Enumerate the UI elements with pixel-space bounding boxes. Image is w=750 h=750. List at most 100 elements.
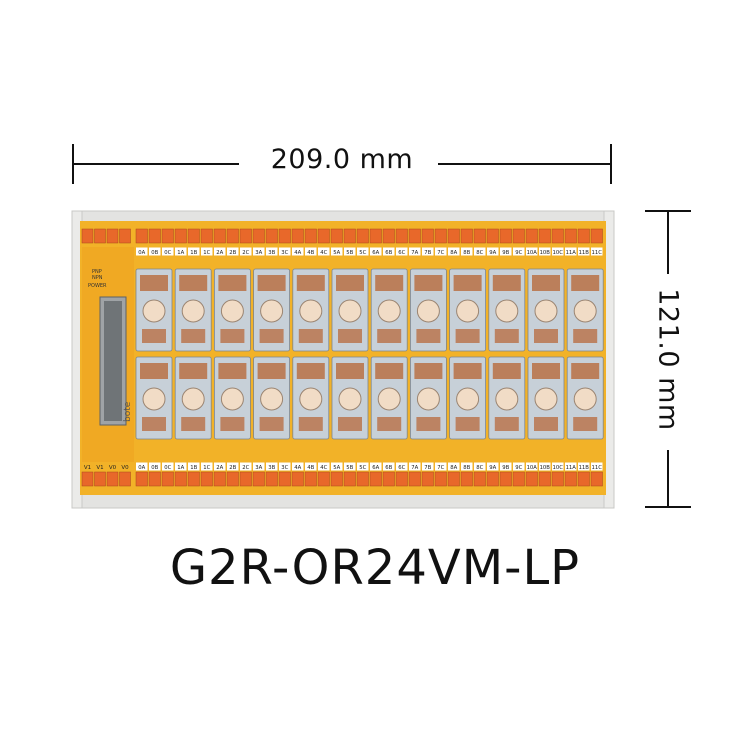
terminal-screw bbox=[343, 471, 356, 487]
terminal-label: V0 bbox=[121, 465, 129, 471]
terminal-label: 1B bbox=[190, 465, 197, 471]
terminal-label-bg bbox=[370, 247, 382, 256]
relay-terminals bbox=[494, 329, 519, 343]
terminal-label-bg bbox=[344, 462, 356, 471]
terminal-screw bbox=[265, 471, 278, 487]
terminal-label-bg bbox=[201, 462, 213, 471]
terminal-label-bg bbox=[253, 462, 265, 471]
relay-terminals bbox=[142, 417, 166, 431]
relay-terminals bbox=[338, 417, 362, 431]
terminal-label: 5A bbox=[333, 465, 340, 471]
terminal-label: 5C bbox=[359, 250, 366, 256]
terminal-label: 10B bbox=[540, 250, 551, 256]
terminal-label-bg bbox=[175, 247, 187, 256]
terminal-label-bg bbox=[409, 247, 421, 256]
terminal-screw bbox=[148, 228, 161, 244]
terminal-screw bbox=[200, 471, 213, 487]
terminal-screw bbox=[395, 228, 408, 244]
terminal-label-bg bbox=[552, 462, 564, 471]
terminal-screw bbox=[512, 228, 525, 244]
terminal-label: 4C bbox=[320, 465, 327, 471]
terminal-label: 2A bbox=[216, 465, 223, 471]
relay-coil bbox=[532, 363, 560, 379]
pnp-label: PNP bbox=[92, 269, 102, 275]
relay-terminals bbox=[416, 417, 441, 431]
height-dimension-tick-bottom bbox=[645, 506, 691, 508]
width-dimension-label: 209.0 mm bbox=[270, 144, 414, 175]
terminal-label-bg bbox=[500, 462, 512, 471]
terminal-label-bg bbox=[253, 247, 265, 256]
relay-contact bbox=[416, 299, 440, 323]
terminal-screw bbox=[421, 228, 434, 244]
relay-contact bbox=[260, 387, 284, 411]
relay-contact bbox=[456, 299, 480, 323]
terminal-label-bg bbox=[578, 462, 590, 471]
terminal-label-bg bbox=[240, 462, 252, 471]
terminal-label-bg bbox=[565, 462, 577, 471]
terminal-label-bg bbox=[513, 462, 525, 471]
terminal-screw bbox=[213, 471, 226, 487]
terminal-label-bg bbox=[357, 247, 369, 256]
terminal-screw bbox=[434, 471, 447, 487]
terminal-label-bg bbox=[513, 247, 525, 256]
terminal-screw bbox=[395, 471, 408, 487]
terminal-label: V1 bbox=[84, 465, 91, 471]
terminal-label: 11B bbox=[579, 465, 590, 471]
terminal-label-bg bbox=[162, 247, 174, 256]
terminal-label: 3C bbox=[281, 250, 288, 256]
relay-terminals bbox=[573, 329, 598, 343]
terminal-screw bbox=[94, 471, 106, 487]
terminal-label: V0 bbox=[109, 465, 117, 471]
terminal-screw bbox=[174, 228, 187, 244]
relay-contact bbox=[220, 299, 244, 323]
terminal-label: 10B bbox=[540, 465, 551, 471]
terminal-label-bg bbox=[383, 462, 395, 471]
terminal-label: 11B bbox=[579, 250, 590, 256]
terminal-label: 10C bbox=[553, 250, 564, 256]
relay-terminals bbox=[181, 417, 206, 431]
terminal-label: V1 bbox=[96, 465, 103, 471]
terminal-label: 0C bbox=[164, 465, 171, 471]
terminal-screw bbox=[486, 471, 499, 487]
terminal-screw bbox=[525, 471, 538, 487]
terminal-label: 4B bbox=[307, 465, 314, 471]
terminal-screw bbox=[119, 471, 131, 487]
terminal-label: 6A bbox=[372, 465, 379, 471]
terminal-label-bg bbox=[422, 247, 434, 256]
relay-coil bbox=[375, 363, 404, 379]
terminal-label-bg bbox=[305, 462, 317, 471]
height-dimension-line-bottom bbox=[667, 450, 669, 506]
terminal-screw bbox=[135, 228, 148, 244]
terminal-label: 4C bbox=[320, 250, 327, 256]
terminal-screw bbox=[226, 471, 239, 487]
terminal-label: 7C bbox=[437, 465, 444, 471]
terminal-screw bbox=[135, 471, 148, 487]
relay-terminals bbox=[298, 417, 323, 431]
terminal-screw bbox=[369, 228, 382, 244]
height-dimension: 121.0 mm bbox=[645, 210, 691, 508]
terminal-label: 4A bbox=[294, 465, 301, 471]
terminal-label: 8A bbox=[450, 465, 457, 471]
relay-coil bbox=[492, 363, 521, 379]
relay-contact bbox=[377, 299, 401, 323]
terminal-label: 3A bbox=[255, 465, 262, 471]
terminal-label-bg bbox=[318, 462, 330, 471]
terminal-screw bbox=[382, 228, 395, 244]
relay-contact bbox=[534, 299, 558, 323]
terminal-label-bg bbox=[266, 247, 278, 256]
terminal-strip-top: V-V-COMCOM0A0B0C1A1B1C2A2B2C3A3B3C4A4B4C… bbox=[81, 228, 603, 256]
relay-contact bbox=[142, 387, 166, 411]
terminal-label: 1B bbox=[190, 250, 197, 256]
terminal-screw bbox=[369, 471, 382, 487]
height-dimension-line-top bbox=[667, 212, 669, 274]
terminal-screw bbox=[343, 228, 356, 244]
relay-coil bbox=[336, 363, 364, 379]
terminal-label-bg bbox=[565, 247, 577, 256]
terminal-label: 8B bbox=[463, 465, 470, 471]
terminal-label: 2C bbox=[242, 250, 249, 256]
terminal-label: 0A bbox=[138, 250, 145, 256]
terminal-label: 7A bbox=[411, 250, 418, 256]
terminal-label: 8A bbox=[450, 250, 457, 256]
terminal-label: 9C bbox=[515, 250, 522, 256]
terminal-label-bg bbox=[383, 247, 395, 256]
